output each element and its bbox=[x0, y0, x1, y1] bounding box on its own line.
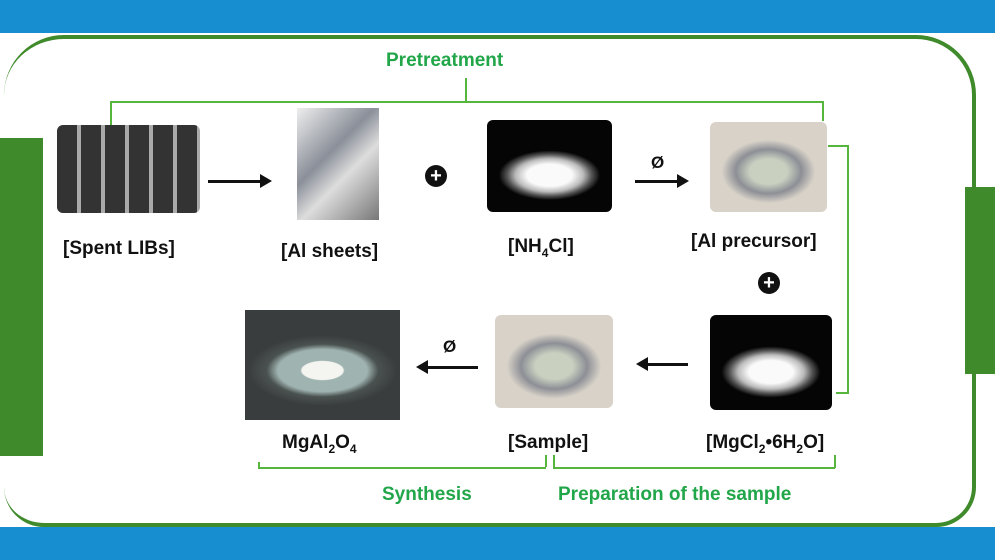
bracket bbox=[847, 145, 849, 393]
bracket bbox=[545, 455, 547, 467]
nh4cl-label: [NH4Cl] bbox=[508, 236, 574, 260]
left-accent-bar bbox=[0, 138, 43, 456]
sample-label: [Sample] bbox=[508, 432, 589, 453]
nh4cl-image bbox=[487, 120, 612, 212]
mgal2o4-label: MgAl2O4 bbox=[282, 432, 357, 456]
al-precursor-image bbox=[710, 122, 827, 212]
heat-symbol: Ø bbox=[651, 153, 665, 172]
bracket bbox=[836, 392, 849, 394]
plus-icon: + bbox=[758, 272, 780, 294]
mgcl2-label: [MgCl2•6H2O] bbox=[706, 432, 825, 456]
bracket bbox=[553, 455, 555, 467]
arrow-right bbox=[635, 174, 689, 188]
arrow-left bbox=[636, 357, 688, 371]
bracket bbox=[110, 101, 823, 103]
arrow-right bbox=[208, 174, 272, 188]
al-precursor-label: [Al precursor] bbox=[691, 231, 817, 252]
bracket bbox=[110, 101, 112, 125]
bracket bbox=[828, 145, 848, 147]
top-band bbox=[0, 0, 995, 33]
al-sheets-label: [Al sheets] bbox=[281, 241, 379, 262]
process-frame bbox=[4, 35, 976, 527]
sample-image bbox=[495, 315, 613, 408]
bracket bbox=[834, 455, 836, 468]
synthesis-label: Synthesis bbox=[382, 484, 472, 505]
bracket bbox=[258, 462, 260, 468]
bracket bbox=[553, 467, 835, 469]
preparation-label: Preparation of the sample bbox=[558, 484, 792, 505]
mgcl2-image bbox=[710, 315, 832, 410]
al-sheets-image bbox=[297, 108, 379, 220]
heat-symbol: Ø bbox=[443, 337, 457, 356]
bracket bbox=[258, 467, 546, 469]
plus-icon: + bbox=[425, 165, 447, 187]
spent-libs-image bbox=[57, 125, 200, 213]
spent-libs-label: [Spent LIBs] bbox=[63, 238, 175, 259]
bracket bbox=[822, 101, 824, 121]
bracket bbox=[465, 78, 467, 102]
right-accent-bar bbox=[965, 187, 995, 374]
pretreatment-label: Pretreatment bbox=[386, 50, 504, 71]
bottom-band bbox=[0, 527, 995, 560]
arrow-left bbox=[416, 360, 478, 374]
mgal2o4-image bbox=[245, 310, 400, 420]
